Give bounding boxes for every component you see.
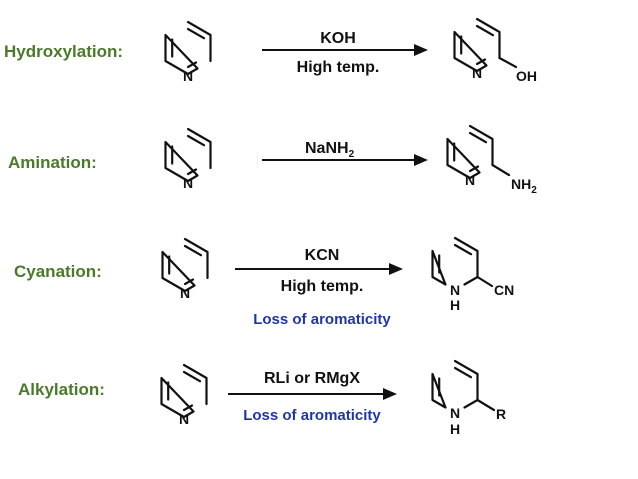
reaction-arrow (228, 388, 397, 400)
substituent-subscript: 2 (531, 185, 537, 196)
reaction-cyanation: Cyanation: N KCN High temp. Loss of arom… (14, 236, 514, 328)
reagent-below: High temp. (281, 278, 364, 295)
pyridine-reactant: N (164, 127, 212, 191)
reaction-alkylation: Alkylation: N RLi or RMgX Loss of aromat… (18, 359, 506, 437)
dihydropyridine-nitrile-product: N H CN (431, 236, 514, 313)
substituent-label: NH2 (511, 176, 537, 196)
reagent-main: NaNH (305, 140, 349, 157)
aromaticity-note: Loss of aromaticity (253, 311, 391, 328)
reagent-above: NaNH2 (305, 140, 355, 160)
nitrogen-label: N (465, 172, 475, 188)
substituent-label: R (496, 406, 506, 422)
aromaticity-note: Loss of aromaticity (243, 407, 381, 424)
nitrogen-label: N (450, 405, 460, 421)
pyridine-reactant: N (161, 237, 209, 301)
nitrogen-label: N (183, 68, 193, 84)
reaction-name: Cyanation: (14, 262, 102, 281)
pyridine-reactant: N (160, 363, 208, 427)
hydrogen-label: H (450, 421, 460, 437)
reaction-name: Alkylation: (18, 380, 105, 399)
substituent-main: NH (511, 176, 531, 192)
nitrogen-label: N (179, 411, 189, 427)
nitrogen-label: N (180, 285, 190, 301)
nitrogen-label: N (450, 282, 460, 298)
2-hydroxypyridine-product: N OH (453, 17, 537, 84)
reagent-below: High temp. (297, 59, 380, 76)
reagent-subscript: 2 (349, 149, 355, 160)
reaction-name: Hydroxylation: (4, 42, 123, 61)
substituent-label: OH (516, 68, 537, 84)
reaction-arrow (262, 154, 428, 166)
reaction-amination: Amination: N NaNH2 N NH2 (8, 124, 537, 196)
reagent-above: KCN (305, 247, 340, 264)
reaction-hydroxylation: Hydroxylation: N KOH High temp. N OH (4, 17, 537, 84)
nitrogen-label: N (472, 65, 482, 81)
reaction-arrow (235, 263, 403, 275)
pyridine-reactant: N (164, 20, 212, 84)
substituent-label: CN (494, 282, 514, 298)
reaction-name: Amination: (8, 153, 97, 172)
dihydropyridine-alkyl-product: N H R (431, 359, 506, 437)
hydrogen-label: H (450, 297, 460, 313)
reagent-above: RLi or RMgX (264, 370, 360, 387)
2-aminopyridine-product: N NH2 (446, 124, 537, 196)
reagent-above: KOH (320, 30, 356, 47)
reaction-arrow (262, 44, 428, 56)
nitrogen-label: N (183, 175, 193, 191)
